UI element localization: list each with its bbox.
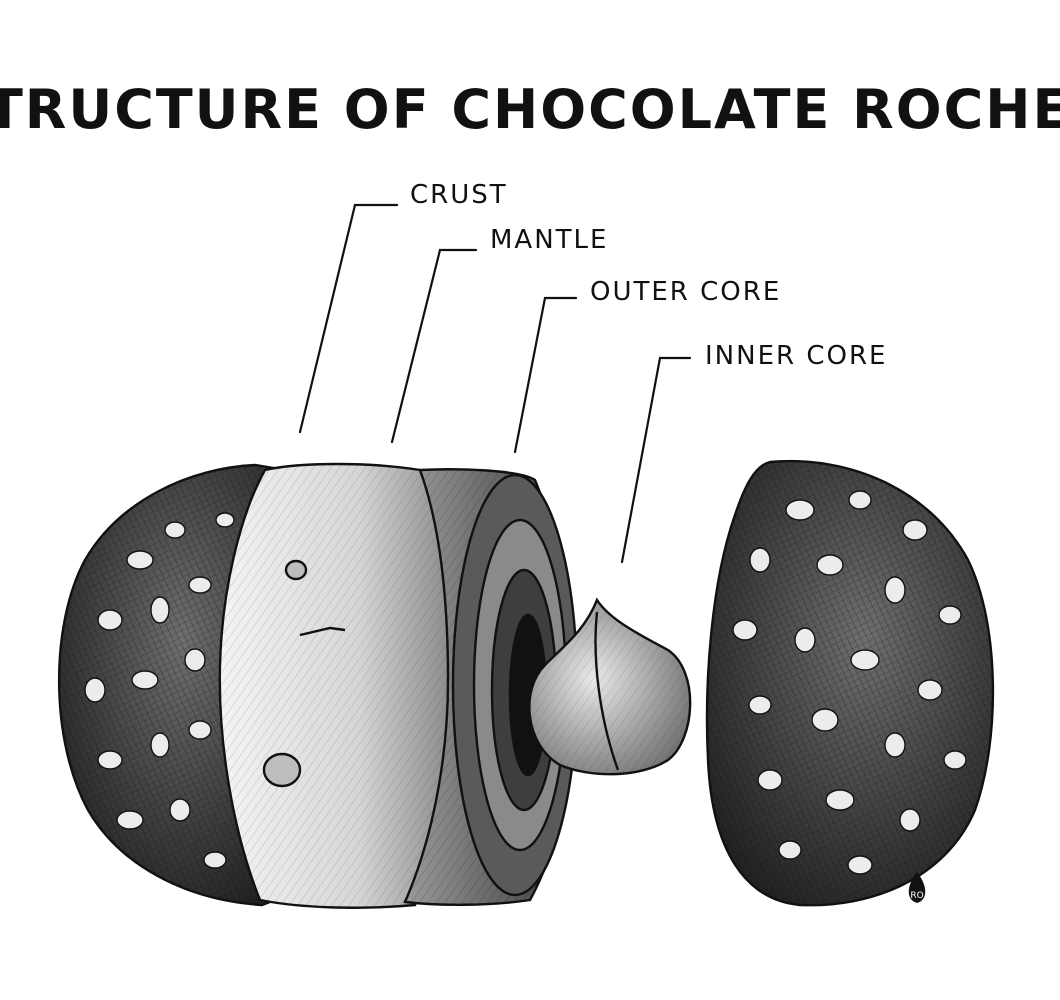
crust-right-nuts [732,490,967,875]
mantle-label: MANTLE [490,225,608,255]
artist-signature-text: RO [910,891,923,901]
page-title: STRUCTURE OF CHOCOLATE ROCHER [0,78,1060,141]
inner-core-leader-line [620,356,692,564]
outer-core-layer [403,468,579,906]
artist-signature: RO [908,872,926,903]
mantle-layer [218,462,454,909]
outer-core-label: OUTER CORE [590,277,781,307]
crust-label: CRUST [410,180,508,210]
crust-left-nuts [84,512,235,869]
crust-left-half [57,463,288,907]
outer-core-leader-line [513,296,578,454]
mantle-leader-line [390,248,478,444]
inner-core-label: INNER CORE [705,341,887,371]
crust-right-half [705,459,995,907]
inner-core-hazelnut [528,597,692,776]
crust-leader-line [298,203,399,434]
